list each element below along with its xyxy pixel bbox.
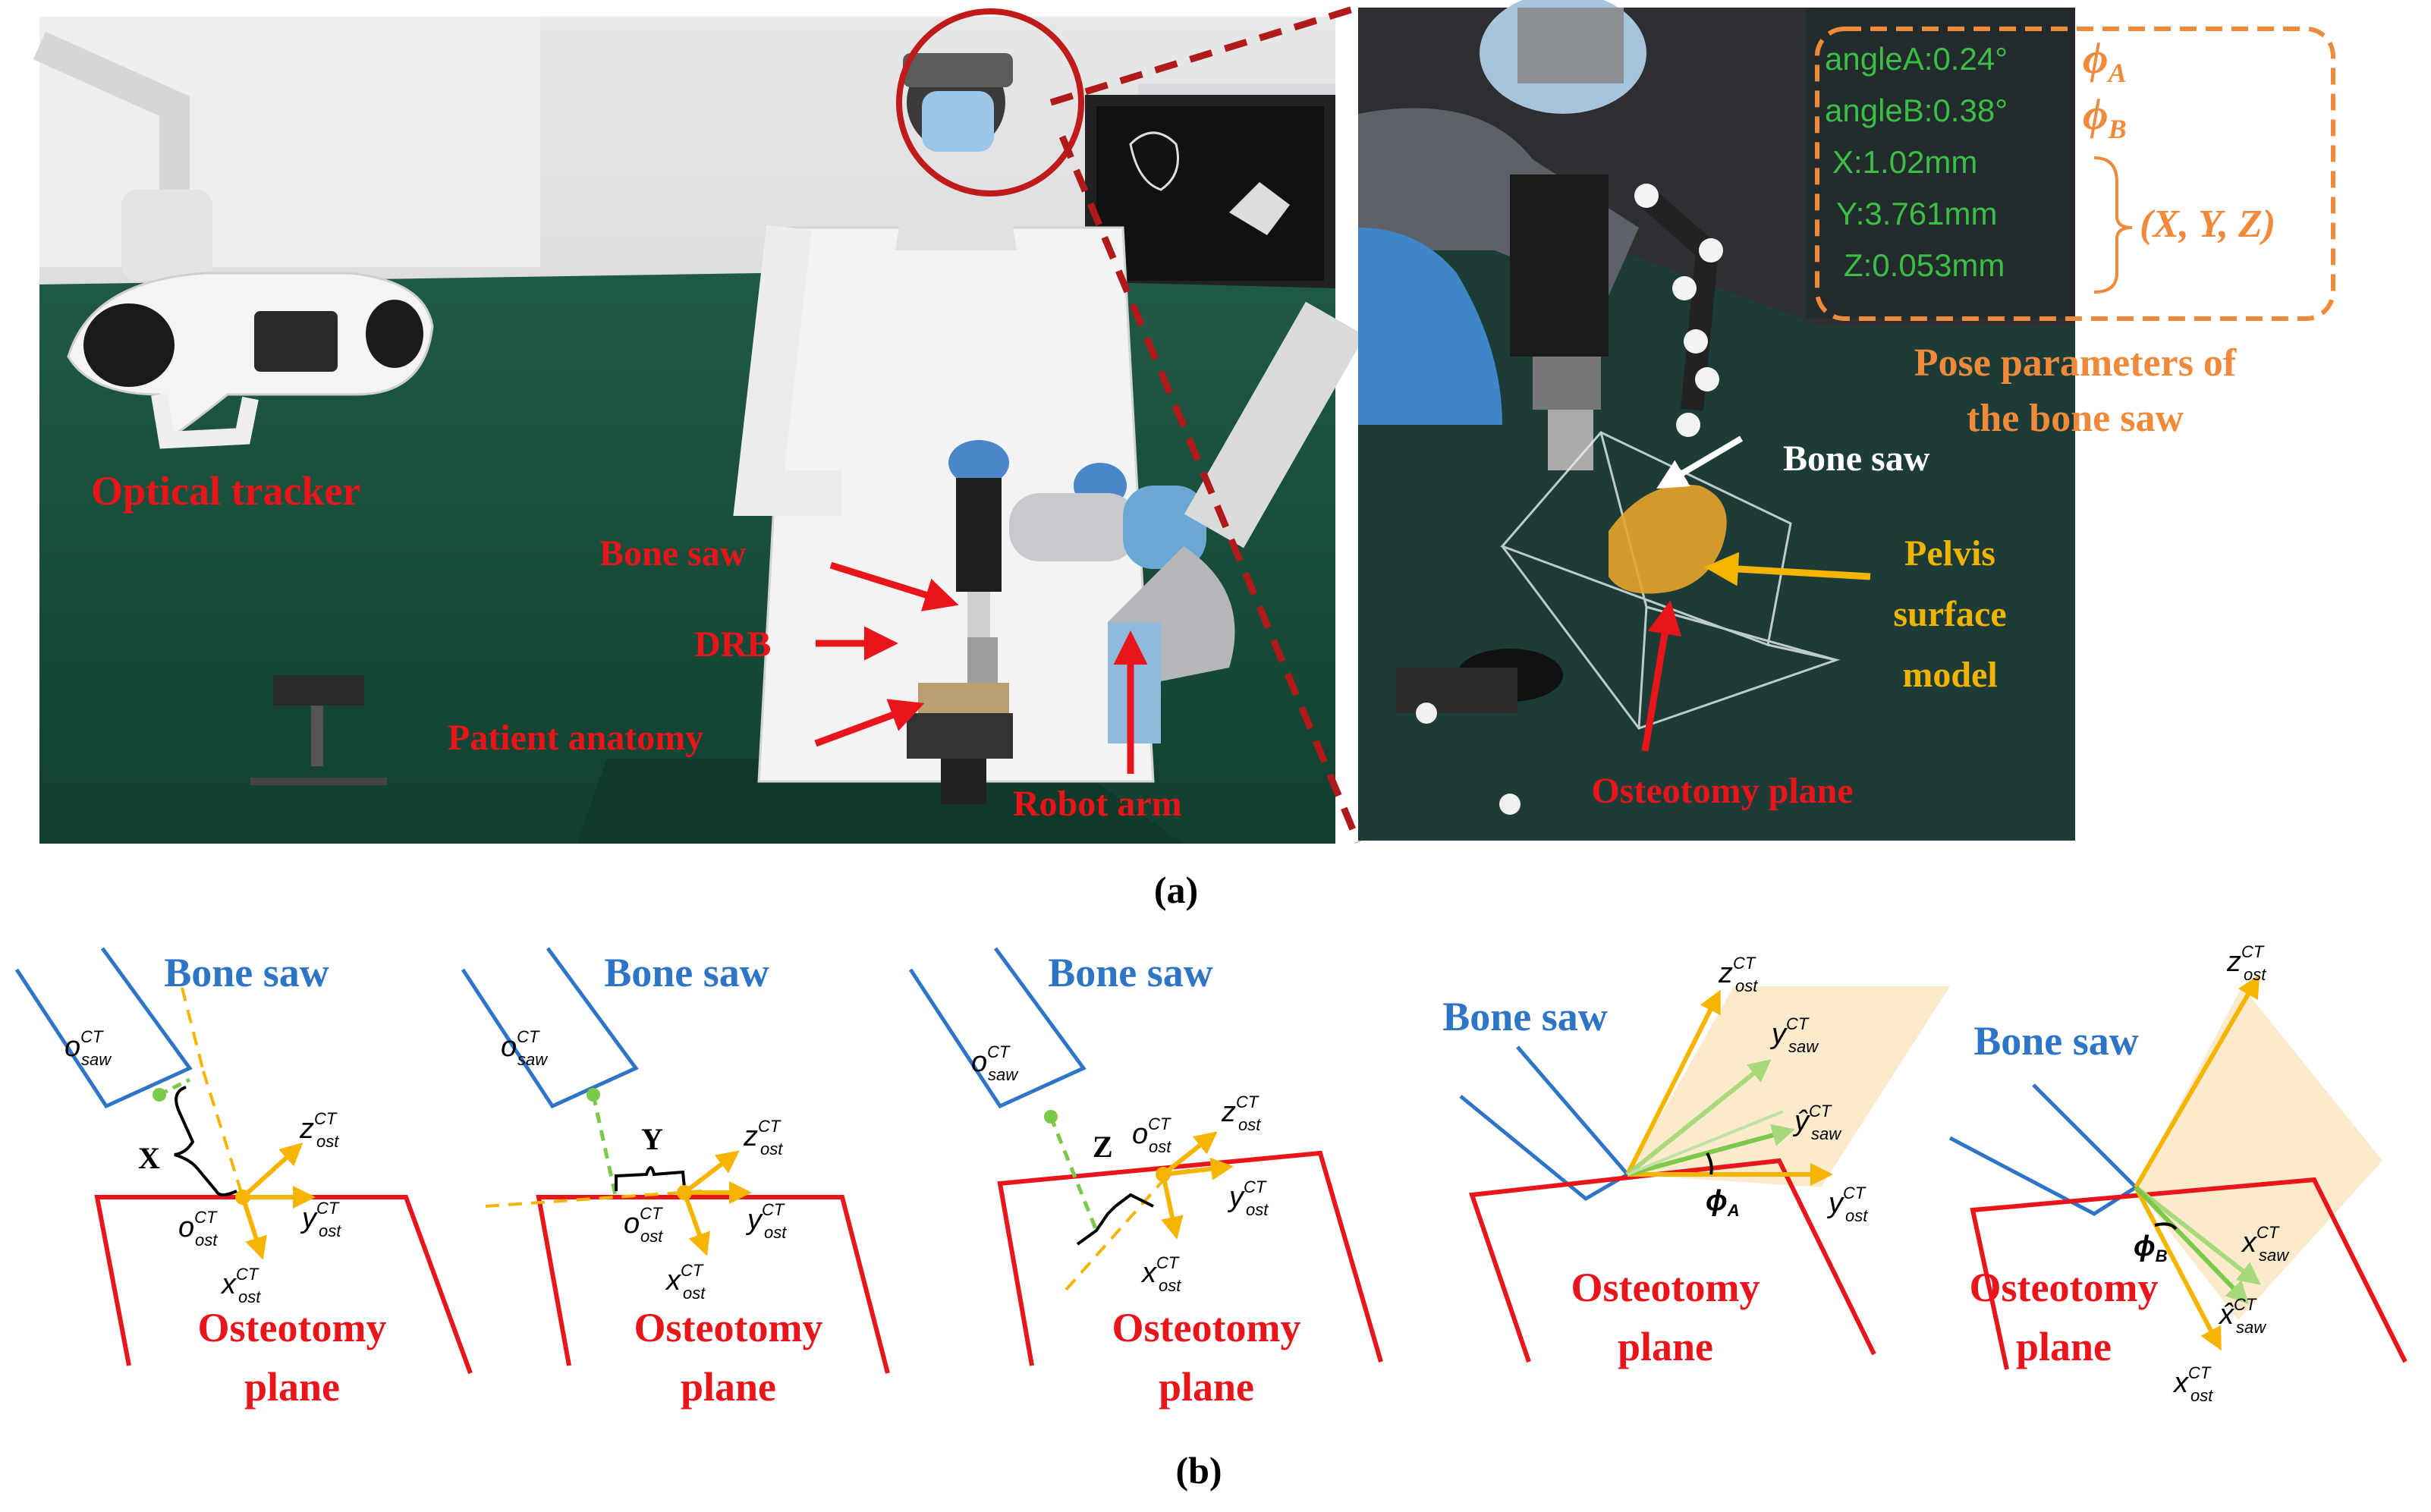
d5-plane-line1: Osteotomy	[1970, 1265, 2159, 1310]
pelvis-model	[1609, 484, 1727, 594]
hud-angle-b: angleB:0.38°	[1825, 93, 2008, 128]
label-robot-arm: Robot arm	[1013, 784, 1182, 824]
base-hardware	[1396, 649, 1563, 815]
d2-saw-outline	[461, 947, 639, 1109]
drb-markers	[1634, 184, 1723, 437]
d3-z-label: Z	[1093, 1130, 1113, 1164]
d5-saw-plane-fill	[2136, 986, 2382, 1320]
d4-saw-plane-fill	[1627, 986, 1950, 1187]
photo-right: angleA:0.24° angleB:0.38° X:1.02mm Y:3.7…	[1358, 0, 2335, 841]
d1-saw-outline	[14, 947, 193, 1109]
d2-plane-line1: Osteotomy	[634, 1305, 823, 1350]
right-photo-arrows	[1641, 435, 1871, 752]
pose-parameters-box	[1815, 27, 2335, 321]
d4-phi-a: ϕA	[1706, 1185, 1740, 1220]
zoom-connectors	[1049, 4, 1362, 844]
label-patient-anatomy: Patient anatomy	[448, 718, 703, 758]
d4-saw-outline	[1459, 1045, 1629, 1202]
label-pelvis-line2: surface	[1893, 594, 2006, 634]
hud-z: Z:0.053mm	[1844, 247, 2005, 283]
label-optical-tracker: Optical tracker	[91, 468, 360, 514]
d1-plane-line1: Osteotomy	[198, 1305, 387, 1350]
d3-saw-outline	[908, 947, 1087, 1109]
d3-plane-line1: Osteotomy	[1112, 1305, 1301, 1350]
hud-angle-a: angleA:0.24°	[1825, 41, 2008, 77]
diagram-y-offset: Bone saw Y Osteotomy plane	[461, 947, 890, 1410]
label-pose-line2: the bone saw	[1967, 397, 2184, 440]
diagram-phi-a: Bone saw ϕA Osteotomy plane	[1442, 986, 1950, 1369]
d5-phi-b: ϕB	[2134, 1231, 2168, 1265]
panel-b: Bone saw X Osteotomy plane Bone saw	[14, 947, 2407, 1410]
caption-b: (b)	[1175, 1449, 1222, 1492]
d3-bone-saw-label: Bone saw	[1048, 950, 1213, 995]
label-left-bone-saw: Bone saw	[599, 533, 747, 574]
d5-bone-saw-label: Bone saw	[1973, 1018, 2139, 1064]
label-pelvis-line1: Pelvis	[1904, 533, 1995, 574]
label-xyz: (X, Y, Z)	[2140, 203, 2275, 246]
office-chair	[250, 675, 387, 785]
diagram-z-offset: Bone saw Z Osteotomy plane	[908, 947, 1383, 1410]
label-right-osteotomy-plane: Osteotomy plane	[1591, 771, 1853, 811]
d1-x-label: X	[138, 1141, 160, 1175]
robot-arm-device	[1009, 301, 1366, 743]
d2-y-label: Y	[641, 1122, 663, 1156]
saw-body	[1510, 174, 1609, 470]
d3-plane-line2: plane	[1159, 1364, 1254, 1410]
d4-plane-line1: Osteotomy	[1571, 1265, 1760, 1310]
label-pose-line1: Pose parameters of	[1914, 341, 2237, 385]
label-pelvis-line3: model	[1902, 655, 1997, 695]
left-photo-arrows	[814, 561, 1148, 774]
hud-pose-readout: angleA:0.24° angleB:0.38° X:1.02mm Y:3.7…	[1825, 41, 2008, 283]
xyz-bracket	[2093, 156, 2133, 294]
optical-tracker-device	[67, 272, 434, 449]
diagram-x-offset: Bone saw X Osteotomy plane	[14, 947, 473, 1410]
d5-saw-outline	[1948, 1083, 2137, 1216]
blue-glove	[1358, 228, 1502, 425]
headset-highlight-circle	[896, 8, 1084, 196]
d1-plane-line2: plane	[244, 1364, 340, 1410]
d4-bone-saw-label: Bone saw	[1442, 994, 1608, 1039]
d4-plane-line2: plane	[1618, 1324, 1713, 1369]
label-drb: DRB	[694, 624, 771, 665]
d2-plane-line2: plane	[681, 1364, 776, 1410]
d4-plane-outline	[1468, 1158, 1876, 1363]
hud-y: Y:3.761mm	[1836, 196, 1997, 231]
label-phi-b: ϕB	[2083, 90, 2127, 144]
d5-plane-line2: plane	[2016, 1324, 2112, 1369]
d1-bone-saw-label: Bone saw	[164, 950, 329, 995]
caption-a: (a)	[1154, 869, 1198, 911]
hud-x: X:1.02mm	[1832, 144, 1977, 180]
d2-bone-saw-label: Bone saw	[604, 950, 769, 995]
label-phi-a: ϕA	[2083, 33, 2127, 88]
label-right-bone-saw: Bone saw	[1783, 439, 1930, 479]
diagram-phi-b: Bone saw ϕB Osteotomy plane	[1948, 974, 2407, 1370]
